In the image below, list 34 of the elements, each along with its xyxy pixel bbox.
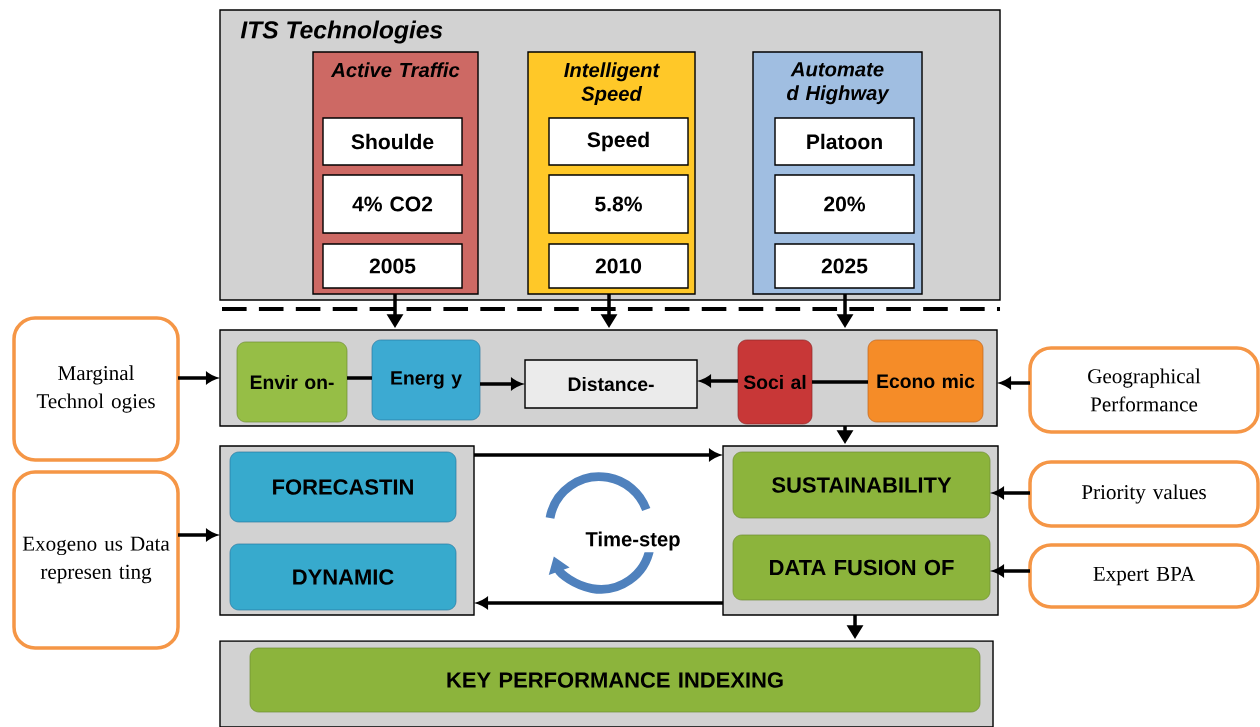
category-box: Envir on- <box>236 341 348 423</box>
arrow <box>474 449 720 461</box>
input-box: Expert BPA <box>1028 543 1260 609</box>
input-box: Exogeno us Data represen ting <box>12 470 180 650</box>
arrow <box>1000 377 1030 389</box>
input-box: Geographical Performance <box>1028 346 1260 434</box>
category-box: Soci al <box>737 339 813 425</box>
arrow <box>480 378 522 390</box>
arrow <box>993 487 1030 499</box>
text-box: Shoulde <box>322 117 463 166</box>
module-box: DYNAMIC <box>229 543 457 611</box>
input-box: Marginal Technol ogies <box>12 316 180 462</box>
process-box: Distance- <box>524 359 698 409</box>
arrow <box>477 597 723 609</box>
arrow <box>178 529 217 541</box>
text-box: 20% <box>774 174 915 234</box>
category-box: Econo mic <box>867 339 984 423</box>
cycle-label: Time-step <box>583 529 683 553</box>
text-box: Speed <box>548 117 689 166</box>
module-box: FORECASTIN <box>229 451 457 523</box>
text-box: 4% CO2 <box>322 174 463 234</box>
text-box: 2005 <box>322 243 463 289</box>
category-box: Energ y <box>371 339 481 421</box>
module-box: DATA FUSION OF <box>732 534 991 601</box>
arrow <box>178 372 217 384</box>
arrow <box>993 565 1030 577</box>
text-box: 5.8% <box>548 174 689 234</box>
module-box: SUSTAINABILITY <box>732 451 991 519</box>
input-box: Priority values <box>1028 460 1260 528</box>
text-box: Platoon <box>774 117 915 166</box>
module-box: KEY PERFORMANCE INDEXING <box>249 647 981 713</box>
text-box: 2025 <box>774 243 915 289</box>
arrow <box>700 375 738 387</box>
text-box: 2010 <box>548 243 689 289</box>
